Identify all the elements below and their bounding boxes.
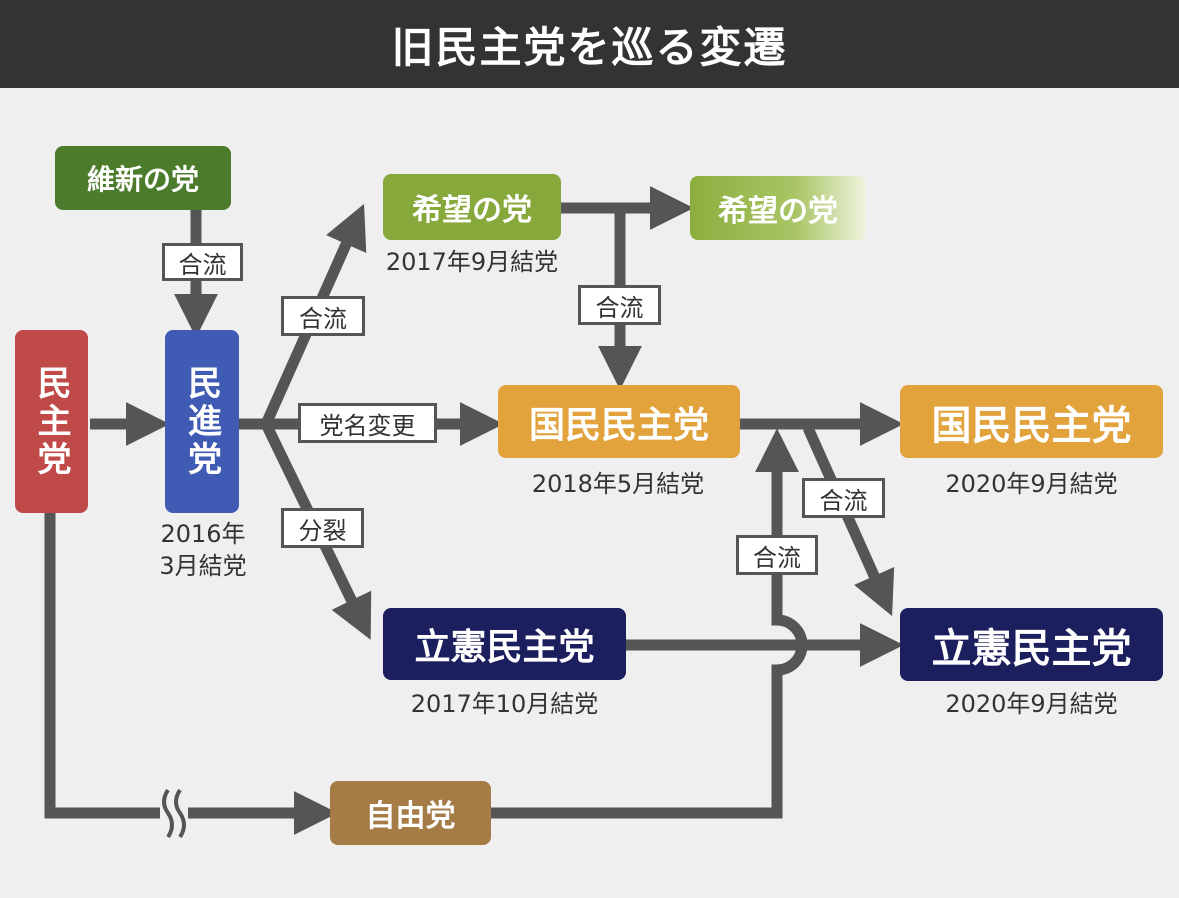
party-minshu: 民主党 <box>15 330 88 513</box>
party-minshin-label: 民進党 <box>181 364 222 479</box>
party-kibou: 希望の党 <box>383 174 561 240</box>
party-rikken: 立憲民主党 <box>383 608 626 680</box>
party-minshin: 民進党 <box>165 330 239 513</box>
party-kokumin-2020: 国民民主党 <box>900 385 1163 458</box>
page-title: 旧民主党を巡る変遷 <box>391 22 788 72</box>
party-ishin: 維新の党 <box>55 146 231 210</box>
party-rikken-2020-label: 立憲民主党 <box>931 625 1132 672</box>
date-minshin-month: 3月結党 <box>159 552 247 580</box>
party-ishin-label: 維新の党 <box>86 163 199 196</box>
party-rikken-2020: 立憲民主党 <box>900 608 1163 681</box>
date-rikken-2020: 2020年9月結党 <box>945 690 1118 718</box>
party-kokumin: 国民民主党 <box>498 385 740 458</box>
date-kibou: 2017年9月結党 <box>385 248 559 276</box>
date-kokumin: 2018年5月結党 <box>531 470 705 498</box>
edge-label-minshin-kibou: 合流 <box>281 296 365 336</box>
party-jiyu-label: 自由党 <box>365 799 456 834</box>
date-minshin: 2016年 3月結党 <box>143 518 263 582</box>
edge-label-rename: 党名変更 <box>298 403 437 443</box>
party-kokumin-label: 国民民主党 <box>528 404 709 446</box>
date-rikken: 2017年10月結党 <box>410 690 599 718</box>
date-minshin-year: 2016年 <box>160 520 246 548</box>
edge-label-ishin-minshin: 合流 <box>162 243 243 281</box>
party-minshu-label: 民主党 <box>31 364 71 479</box>
party-jiyu: 自由党 <box>330 781 491 845</box>
party-kibou-2: 希望の党 <box>690 176 866 240</box>
edge-jiyu-kokumin <box>491 428 808 819</box>
party-rikken-label: 立憲民主党 <box>414 627 595 668</box>
party-kibou-label: 希望の党 <box>412 193 532 228</box>
edge-label-split: 分裂 <box>281 508 364 548</box>
title-bar: 旧民主党を巡る変遷 <box>0 0 1179 88</box>
party-kibou-2-label: 希望の党 <box>718 194 838 229</box>
party-kokumin-2020-label: 国民民主党 <box>931 402 1132 449</box>
edge-minshu-jiyu <box>44 513 160 819</box>
date-kokumin-2020: 2020年9月結党 <box>945 470 1118 498</box>
edge-label-jiyu-kokumin: 合流 <box>736 535 818 575</box>
break-symbol <box>162 788 186 839</box>
edge-label-kibou-kokumin: 合流 <box>578 285 661 325</box>
edge-label-kokumin-rikken: 合流 <box>802 478 885 518</box>
